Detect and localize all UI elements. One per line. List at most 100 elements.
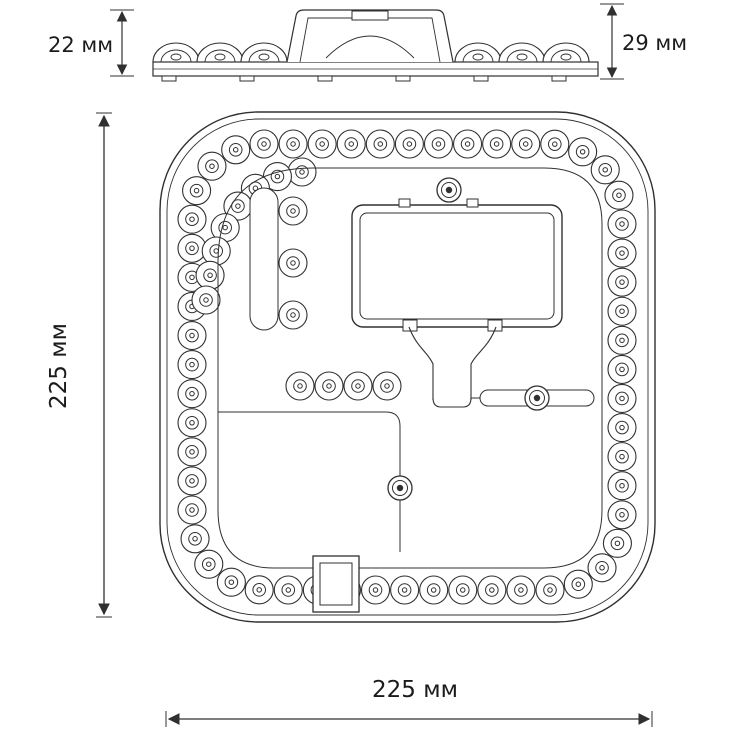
funnel-left: [408, 326, 434, 400]
led: [419, 575, 449, 605]
board-features: [217, 167, 603, 613]
mounting-foot: [473, 75, 489, 82]
led: [177, 204, 207, 234]
led: [180, 524, 210, 554]
screw-icon: [387, 475, 413, 501]
led: [448, 575, 478, 605]
dimension-side-right: 29 мм: [600, 3, 687, 80]
led: [477, 575, 507, 605]
base-plate: [152, 61, 599, 77]
mounting-foot: [239, 75, 255, 82]
board-height-label: 225 мм: [46, 323, 72, 409]
side-view: 22 мм 29 мм: [48, 3, 687, 82]
led: [607, 354, 637, 384]
led: [195, 260, 225, 290]
led: [607, 238, 637, 268]
led: [607, 413, 637, 443]
led: [607, 296, 637, 326]
bracket-inner: [359, 212, 555, 320]
led: [607, 267, 637, 297]
dimension-board-height: 225 мм: [46, 112, 112, 618]
sensor-cap: [351, 10, 389, 21]
led: [604, 180, 634, 210]
led: [607, 471, 637, 501]
led: [540, 129, 570, 159]
led: [177, 408, 207, 438]
led: [511, 129, 541, 159]
lens-bump: [542, 42, 590, 63]
led: [568, 137, 598, 167]
side-height-left-label: 22 мм: [48, 33, 113, 57]
led: [307, 129, 337, 159]
lens-die-icon: [516, 53, 528, 61]
led: [506, 575, 536, 605]
led: [343, 371, 373, 401]
led: [607, 209, 637, 239]
led: [590, 155, 620, 185]
led: [223, 191, 253, 221]
lens-row: [152, 42, 590, 63]
led: [177, 320, 207, 351]
led: [563, 569, 593, 599]
led: [336, 129, 366, 159]
led: [182, 176, 212, 206]
lens-die-icon: [472, 53, 484, 61]
led: [287, 157, 317, 187]
led: [273, 575, 303, 605]
led: [482, 129, 512, 159]
mounting-foot: [317, 75, 333, 82]
lens-bump: [196, 42, 244, 63]
funnel-right: [470, 326, 497, 400]
led: [453, 129, 483, 159]
mounting-foot: [551, 75, 567, 82]
lens-die-icon: [258, 53, 270, 61]
led: [194, 549, 224, 579]
led: [365, 129, 395, 159]
lens-die-icon: [170, 53, 182, 61]
led: [602, 528, 632, 558]
lens-die-icon: [560, 53, 572, 61]
dimension-side-left: 22 мм: [48, 9, 134, 77]
side-height-right-label: 29 мм: [622, 31, 687, 55]
mounting-feet: [161, 75, 567, 82]
bracket-tab: [466, 198, 479, 208]
screw-icon: [436, 177, 462, 203]
led: [535, 575, 565, 605]
bracket-foot: [487, 319, 503, 332]
led: [191, 285, 221, 315]
funnel-bottom: [432, 397, 472, 408]
led: [197, 151, 227, 181]
bracket-outer: [351, 204, 563, 328]
driver-bracket: [351, 198, 563, 408]
led: [216, 567, 246, 597]
led: [607, 500, 637, 530]
mounting-foot: [161, 75, 177, 82]
screw-icon: [524, 385, 550, 411]
led: [607, 325, 637, 355]
led: [372, 371, 402, 401]
led: [244, 575, 274, 605]
led: [278, 129, 308, 159]
lens-bump: [152, 42, 200, 63]
dimension-board-width: 225 мм: [165, 677, 653, 727]
led: [177, 233, 207, 263]
mounting-foot: [395, 75, 411, 82]
led: [177, 466, 207, 496]
led: [177, 495, 207, 525]
board-inner-outline: [166, 118, 649, 616]
led: [390, 575, 420, 605]
led: [278, 300, 308, 330]
bracket-tab: [398, 198, 411, 208]
lens-die-icon: [214, 53, 226, 61]
led: [278, 196, 308, 226]
lens-bump: [240, 42, 288, 63]
led: [360, 575, 391, 605]
central-area-boundary: [217, 167, 603, 569]
led: [221, 135, 251, 165]
bracket-foot: [402, 319, 418, 332]
led: [177, 350, 207, 380]
board-width-label: 225 мм: [372, 677, 458, 703]
led: [262, 162, 292, 192]
